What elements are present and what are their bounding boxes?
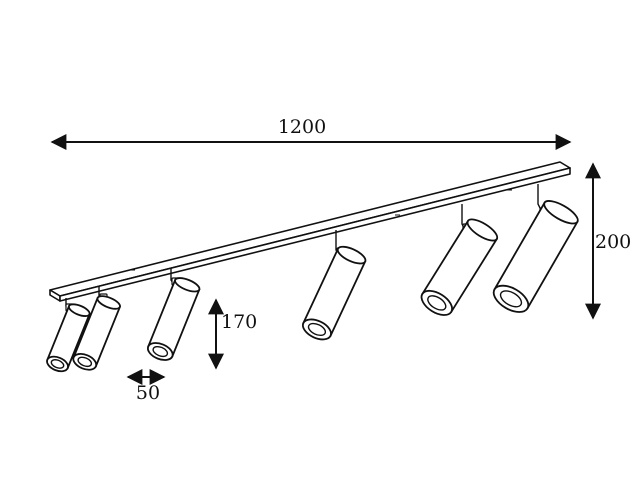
spot-light — [301, 230, 367, 341]
height-total-label: 200 — [595, 231, 631, 253]
track-rail — [49, 161, 571, 302]
spot-light — [72, 286, 122, 371]
spot-diameter-label: 50 — [136, 382, 160, 404]
spot-diameter-dimension: 50 — [126, 369, 166, 404]
spot-light — [420, 204, 499, 316]
spot-height-dimension: 170 — [208, 298, 257, 370]
spot-height-label: 170 — [221, 311, 257, 333]
width-label: 1200 — [278, 116, 326, 138]
width-dimension: 1200 — [50, 116, 572, 150]
spot-light — [492, 184, 579, 313]
height-dimension: 200 — [585, 162, 631, 320]
spot-light — [146, 268, 201, 361]
spot-light — [46, 298, 91, 373]
